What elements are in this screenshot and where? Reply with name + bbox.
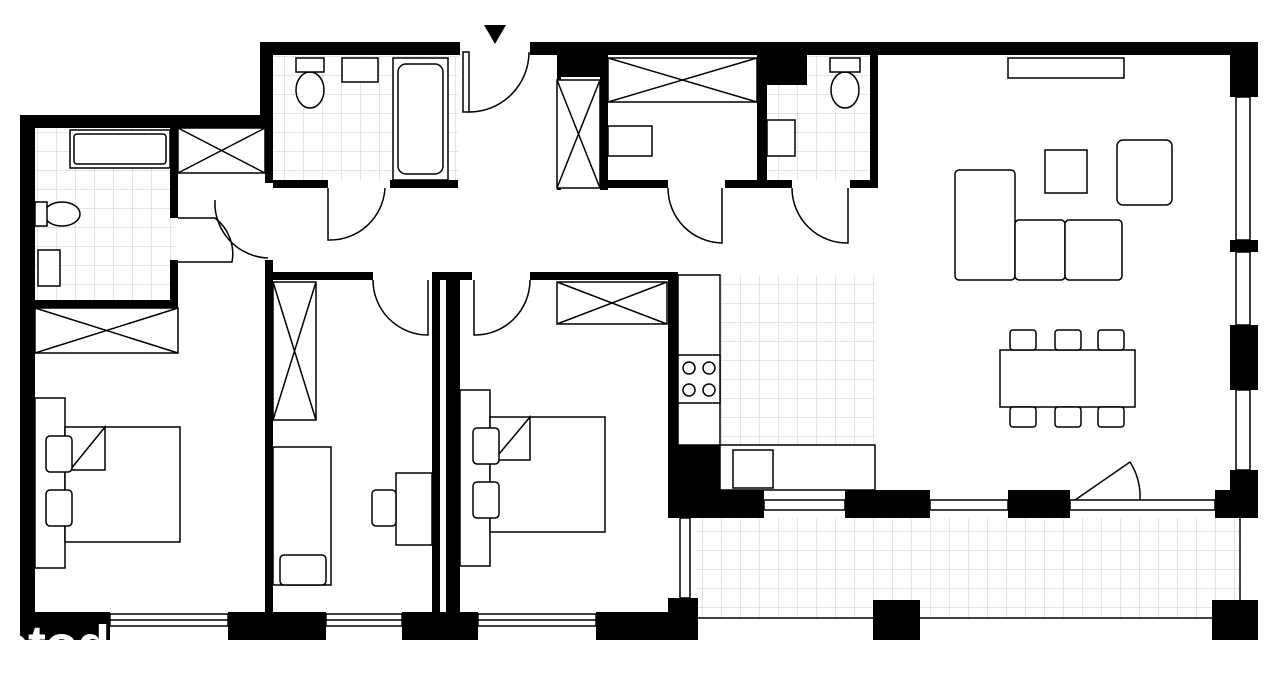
furniture	[34, 139, 1173, 586]
windows	[109, 96, 1251, 627]
doors	[178, 51, 1141, 501]
watermark-logo: otodom	[0, 615, 189, 675]
walls	[20, 42, 1258, 640]
balcony-floor	[697, 518, 1242, 618]
kitchen-floor	[720, 275, 875, 445]
fixtures	[34, 57, 1125, 491]
entrance-marker	[484, 25, 506, 44]
